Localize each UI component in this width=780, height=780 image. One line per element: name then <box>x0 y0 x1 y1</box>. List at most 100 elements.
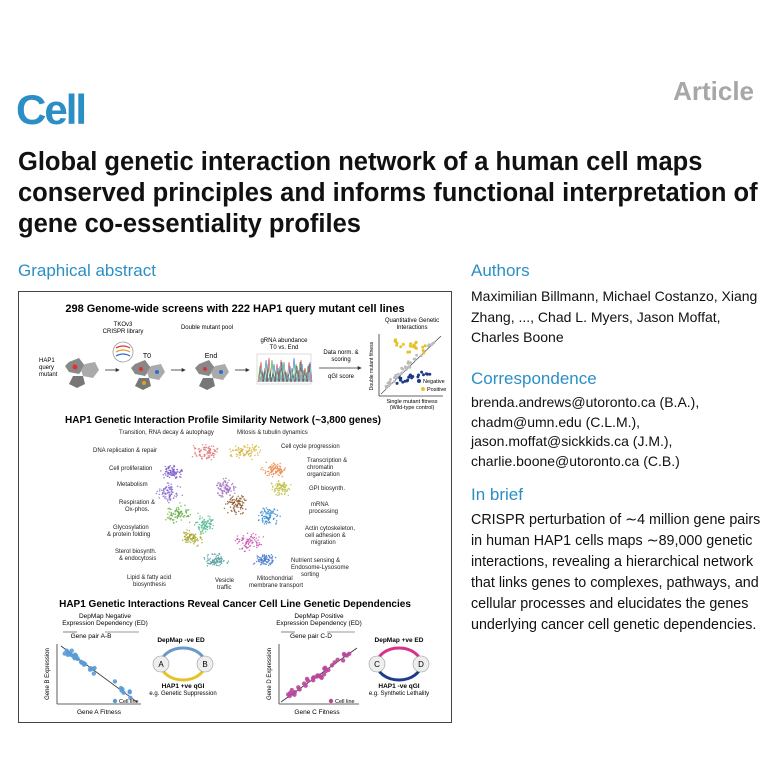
scatter-point <box>258 560 260 563</box>
scatter-point <box>169 498 172 500</box>
scatter-point <box>170 474 173 477</box>
scatter-point <box>203 556 205 559</box>
scatter-point <box>174 516 176 519</box>
scatter-point <box>432 341 436 345</box>
scatter-point <box>158 493 161 496</box>
scatter-point <box>284 490 286 493</box>
scatter-point <box>62 651 67 656</box>
scatter-point <box>243 499 246 501</box>
scatter-point <box>187 509 190 511</box>
scatter-point <box>395 341 399 345</box>
scatter-point <box>168 516 170 518</box>
scatter-point <box>169 518 171 521</box>
correspondence-email[interactable]: brenda.andrews@utoronto.ca (B.A.), <box>471 394 700 410</box>
scatter-point <box>397 372 400 376</box>
scatter-point <box>230 501 232 503</box>
scatter-point <box>194 447 197 449</box>
scatter-point <box>221 492 223 495</box>
scatter-point <box>230 483 233 486</box>
scatter-point <box>195 536 197 539</box>
query-label: mutant <box>39 372 58 378</box>
cluster-label: Mitosis & tubulin dynamics <box>237 430 308 436</box>
scatter-point <box>401 367 405 371</box>
scatter-point <box>423 344 427 348</box>
scatter-point <box>250 454 252 457</box>
scatter-point <box>263 508 265 510</box>
scatter-point <box>279 465 282 468</box>
scatter-point <box>220 489 223 492</box>
scatter-point <box>408 365 412 369</box>
scatter-point <box>229 506 232 508</box>
scatter-point <box>167 513 169 515</box>
scatter-point <box>207 452 209 454</box>
scatter-point <box>170 486 173 488</box>
scatter-point <box>211 559 214 561</box>
scatter-point <box>403 379 407 383</box>
scatter-point <box>401 342 405 346</box>
scatter-point <box>197 448 200 450</box>
cluster-label: Transcription & <box>307 458 347 464</box>
correspondence-email[interactable]: chadm@umn.edu (C.L.M.), <box>471 413 641 430</box>
scatter-point <box>175 493 178 495</box>
scatter-point <box>200 525 203 528</box>
scatter-point <box>284 467 286 469</box>
scatter-point <box>202 447 205 449</box>
correspondence-email[interactable]: charlie.boone@utoronto.ca (C.B.) <box>471 452 680 469</box>
scatter-point <box>209 448 212 450</box>
scatter-point <box>255 560 258 563</box>
scatter-point <box>168 473 171 475</box>
scatter-point <box>264 555 266 558</box>
scatter-point <box>231 510 233 513</box>
scatter-point <box>206 561 208 563</box>
scatter-point <box>395 381 399 385</box>
scatter-point <box>162 474 165 476</box>
scatter-point <box>171 515 173 517</box>
quant-gi-label: Interactions <box>396 325 427 331</box>
scatter-point <box>216 447 219 450</box>
double-mutant-pool-label: Double mutant pool <box>181 325 233 331</box>
scatter-point <box>201 541 203 544</box>
scatter-point <box>220 496 223 498</box>
scatter-point <box>248 545 251 547</box>
left-hap1-qgi-label: HAP1 +ve qGI <box>162 683 205 690</box>
left-example-label: e.g. Genetic Suppression <box>149 691 216 697</box>
end-label: End <box>205 353 218 360</box>
scatter-point <box>169 514 172 516</box>
scatter-point <box>198 529 201 531</box>
correspondence-email[interactable]: jason.moffat@sickkids.ca (J.M.), <box>471 433 673 449</box>
scatter-point <box>275 522 278 524</box>
scatter-point <box>254 454 256 456</box>
cluster-label: Vesicle <box>215 578 235 584</box>
scatter-point <box>170 488 173 491</box>
left-cell-line-dot <box>112 698 118 704</box>
scatter-point <box>409 361 412 365</box>
scatter-point <box>128 695 133 700</box>
scatter-point <box>245 542 248 544</box>
scatter-point <box>212 452 215 455</box>
scatter-point <box>231 496 234 498</box>
scatter-point <box>263 510 266 513</box>
scatter-point <box>344 653 350 658</box>
scatter-point <box>413 346 417 350</box>
scatter-point <box>170 508 172 511</box>
cluster-label: cell adhesion & <box>305 533 346 539</box>
scatter-point <box>174 513 177 516</box>
scatter-point <box>278 492 281 494</box>
scatter-point <box>255 537 257 539</box>
scatter-point <box>268 518 270 521</box>
cluster-label: Cell proliferation <box>109 466 152 472</box>
scatter-point <box>276 465 278 467</box>
scatter-point <box>262 562 265 565</box>
scatter-point <box>272 485 274 487</box>
scatter-point <box>210 454 212 456</box>
end-cells-icon <box>195 360 229 390</box>
scatter-point <box>183 516 185 518</box>
scatter-point <box>66 650 71 655</box>
left-dep-label: DepMap Negative <box>79 613 131 620</box>
scatter-point <box>252 537 254 539</box>
scatter-point <box>172 468 174 470</box>
scatter-point <box>245 499 247 502</box>
scatter-point <box>235 455 238 457</box>
scatter-point <box>187 541 189 544</box>
scatter-point <box>225 484 228 487</box>
